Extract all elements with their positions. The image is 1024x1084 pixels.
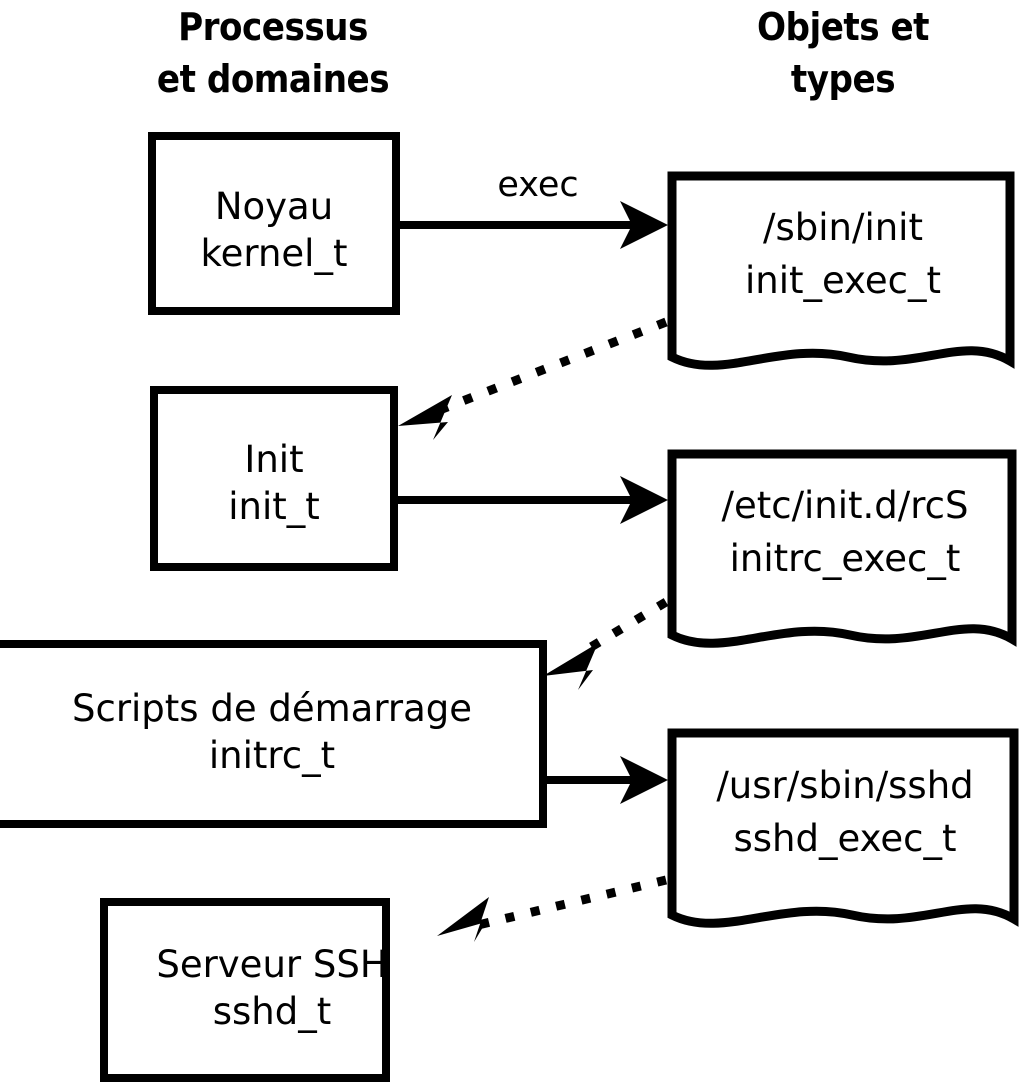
node-initrc-exec[interactable]: /etc/init.d/rcS initrc_exec_t [667,449,1017,648]
edge-line [583,598,669,654]
node-initrc-line1: Scripts de démarrage [72,687,472,730]
node-initrc-exec-line1: /etc/init.d/rcS [721,484,968,527]
edge-kernel-exec-init-exec: exec [396,165,668,249]
column-header-processes: Processus et domaines [157,5,390,101]
node-initrc-exec-line2: initrc_exec_t [730,537,961,580]
node-initrc-exec-document-shape[interactable] [667,449,1017,648]
edge-initrc-exec-transition-initrc [543,598,669,690]
column-header-processes-line1: Processus [178,5,368,49]
node-sshd-exec[interactable]: /usr/sbin/sshd sshd_exec_t [667,728,1019,928]
node-kernel-box[interactable] [148,132,400,315]
arrowhead-icon [620,756,668,804]
edge-initrc-exec-sshd-exec [543,756,668,804]
node-sshd[interactable]: Serveur SSH sshd_t [100,898,390,1082]
edge-sshd-exec-transition-sshd [437,875,668,942]
column-header-objects-line2: types [791,57,895,101]
edge-label-exec: exec [497,165,578,205]
node-init-line2: init_t [228,485,320,528]
node-initrc[interactable]: Scripts de démarrage initrc_t [0,640,547,828]
node-kernel-line1: Noyau [215,185,333,228]
node-init-exec-line2: init_exec_t [745,259,941,302]
node-init-box[interactable] [150,386,398,571]
node-kernel-line2: kernel_t [201,232,348,275]
node-sshd-exec-line1: /usr/sbin/sshd [716,764,973,807]
arrowhead-icon [620,476,668,524]
node-sshd-box[interactable] [100,898,390,1082]
edge-init-exec-transition-init [398,317,668,440]
node-kernel[interactable]: Noyau kernel_t [148,132,400,315]
node-sshd-exec-document-shape[interactable] [667,728,1019,928]
column-header-processes-line2: et domaines [157,57,389,101]
node-initrc-line2: initrc_t [209,734,335,777]
node-init-exec[interactable]: /sbin/init init_exec_t [667,171,1015,370]
node-initrc-box[interactable] [0,640,547,828]
edge-line [435,317,668,416]
arrowhead-icon [543,643,598,690]
column-header-objects-line1: Objets et [757,5,929,49]
node-sshd-line2: sshd_t [213,990,332,1033]
node-sshd-exec-line2: sshd_exec_t [734,817,957,860]
arrowhead-icon [398,395,452,440]
node-init-line1: Init [244,438,303,481]
node-init-exec-document-shape[interactable] [667,171,1015,370]
edge-line [476,875,668,930]
arrowhead-icon [437,897,489,942]
node-init[interactable]: Init init_t [150,386,398,571]
node-init-exec-line1: /sbin/init [763,206,923,249]
edge-init-exec-initrc-exec [394,476,668,524]
arrowhead-icon [620,201,668,249]
node-sshd-line1: Serveur SSH [156,943,387,986]
column-header-objects: Objets et types [757,5,930,101]
